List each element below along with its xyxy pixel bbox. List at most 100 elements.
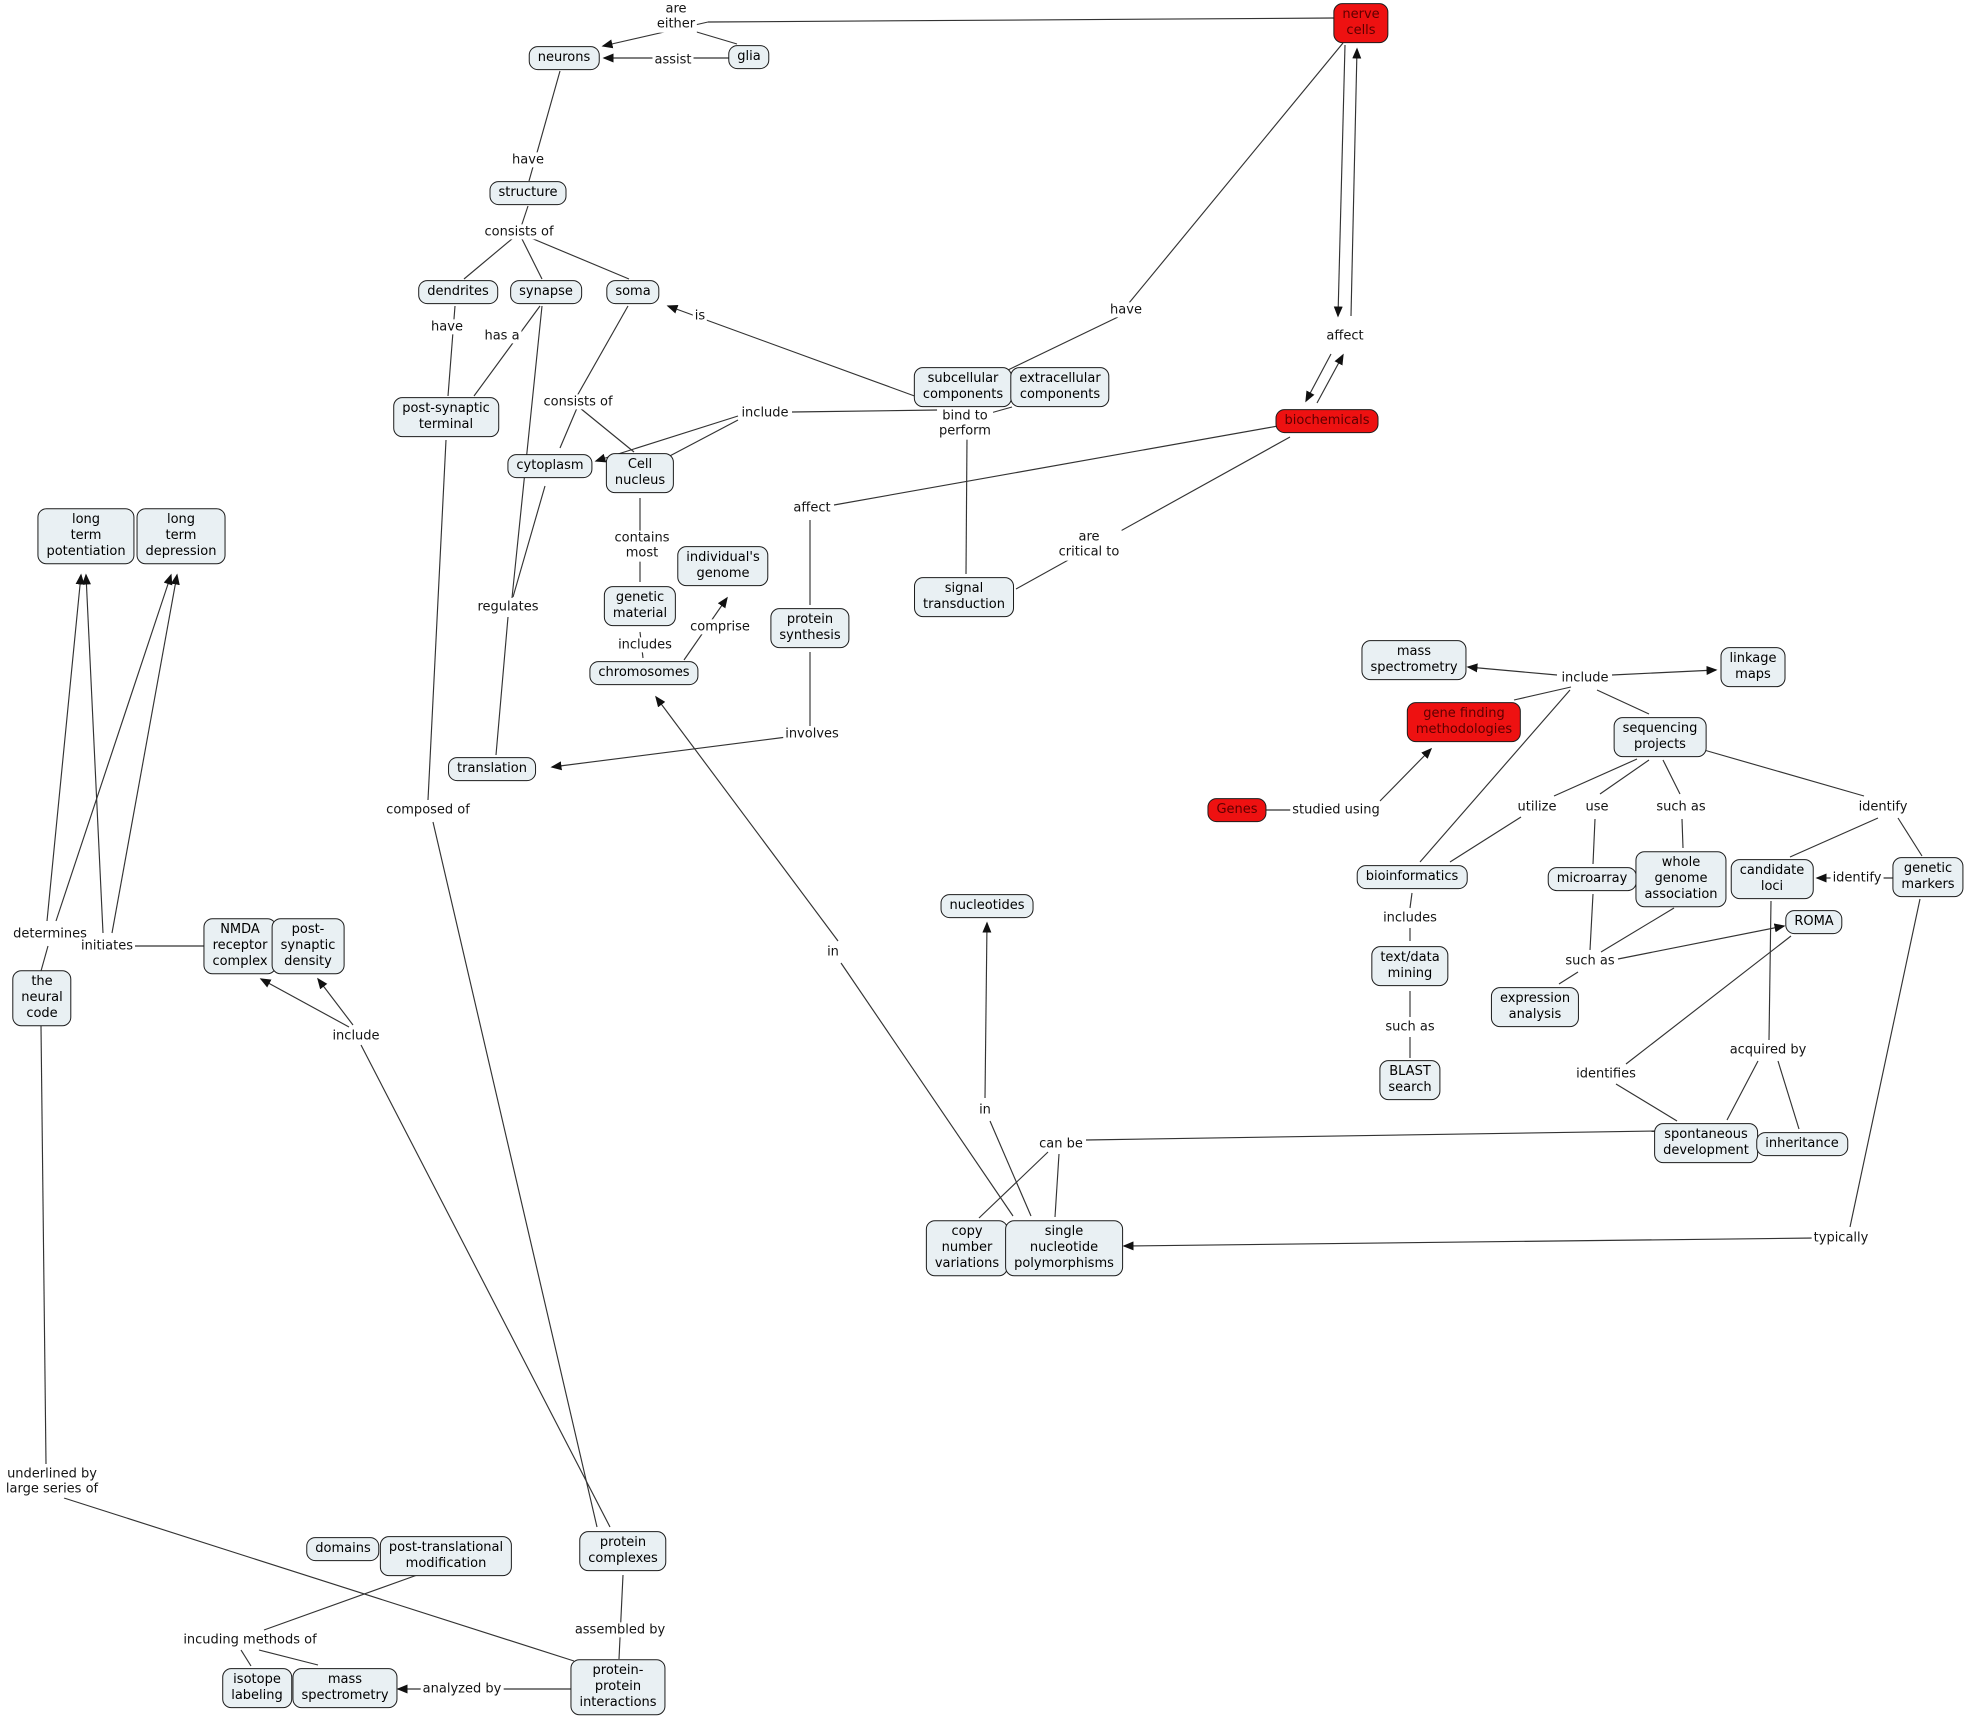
node-sequencing-projects[interactable]: sequencing projects bbox=[1613, 717, 1707, 757]
connector-line bbox=[111, 573, 180, 934]
connector-line bbox=[791, 409, 939, 413]
node-genetic-material[interactable]: genetic material bbox=[603, 586, 677, 626]
link-label-can-be: can be bbox=[1037, 1136, 1085, 1152]
connector-line bbox=[1553, 758, 1638, 797]
node-glia[interactable]: glia bbox=[728, 45, 770, 69]
node-nucleotides[interactable]: nucleotides bbox=[940, 894, 1034, 918]
connector-line bbox=[360, 1044, 611, 1528]
node-genes[interactable]: Genes bbox=[1207, 798, 1267, 822]
link-label-affect-vertical: affect bbox=[1324, 328, 1366, 344]
node-single-nucleotide-polymorphisms[interactable]: single nucleotide polymorphisms bbox=[1005, 1220, 1123, 1276]
node-cell-nucleus[interactable]: Cell nucleus bbox=[605, 453, 675, 493]
link-label-acquired-by: acquired by bbox=[1727, 1042, 1809, 1058]
connector-line bbox=[1681, 818, 1684, 849]
node-individuals-genome[interactable]: individual's genome bbox=[677, 546, 769, 586]
node-dendrites[interactable]: dendrites bbox=[418, 280, 498, 304]
node-gene-finding[interactable]: gene finding methodologies bbox=[1406, 702, 1522, 742]
connector-line bbox=[258, 1649, 319, 1666]
node-ltd[interactable]: long term depression bbox=[136, 508, 226, 564]
link-label-are-either: are either bbox=[654, 1, 698, 33]
node-spontaneous-development[interactable]: spontaneous development bbox=[1654, 1123, 1758, 1163]
node-protein-synthesis[interactable]: protein synthesis bbox=[770, 608, 850, 648]
node-biochemicals[interactable]: biochemicals bbox=[1275, 409, 1379, 433]
node-post-synaptic-density[interactable]: post- synaptic density bbox=[271, 918, 345, 974]
link-label-underlined-by: underlined by large series of bbox=[3, 1466, 101, 1498]
connector-line bbox=[263, 1573, 421, 1631]
node-nerve-cells[interactable]: nerve cells bbox=[1333, 3, 1389, 43]
node-genetic-markers[interactable]: genetic markers bbox=[1892, 857, 1964, 897]
node-ltp[interactable]: long term potentiation bbox=[37, 508, 135, 564]
connector-line bbox=[1849, 898, 1921, 1228]
connector-line bbox=[689, 29, 738, 45]
connector-line bbox=[1768, 900, 1772, 1041]
node-inheritance[interactable]: inheritance bbox=[1756, 1132, 1848, 1156]
connector-line bbox=[495, 616, 509, 756]
connector-line bbox=[1726, 1060, 1759, 1121]
node-domains[interactable]: domains bbox=[306, 1537, 380, 1561]
node-signal-transduction[interactable]: signal transduction bbox=[914, 577, 1014, 617]
node-microarray[interactable]: microarray bbox=[1547, 867, 1637, 891]
link-label-use: use bbox=[1583, 799, 1611, 815]
node-post-synaptic-terminal[interactable]: post-synaptic terminal bbox=[393, 397, 499, 437]
link-label-such-as-sp: such as bbox=[1654, 799, 1708, 815]
connector-line bbox=[1305, 353, 1332, 403]
link-label-identify-gm: identify bbox=[1830, 870, 1884, 886]
link-label-studied-using: studied using bbox=[1290, 802, 1382, 818]
node-expression-analysis[interactable]: expression analysis bbox=[1490, 987, 1580, 1027]
node-linkage-maps[interactable]: linkage maps bbox=[1720, 647, 1786, 687]
link-label-composed-of: composed of bbox=[384, 802, 472, 818]
node-roma[interactable]: ROMA bbox=[1785, 910, 1843, 934]
node-post-translational-modification[interactable]: post-translational modification bbox=[379, 1536, 513, 1576]
link-label-consists-of-soma: consists of bbox=[541, 394, 615, 410]
connector-line bbox=[512, 485, 546, 598]
node-mass-spectrometry-top[interactable]: mass spectrometry bbox=[1361, 640, 1467, 680]
node-cytoplasm[interactable]: cytoplasm bbox=[507, 454, 593, 478]
connector-line bbox=[576, 305, 629, 397]
node-soma[interactable]: soma bbox=[606, 280, 660, 304]
connector-line bbox=[463, 232, 520, 280]
link-label-in-nucleotides: in bbox=[977, 1102, 993, 1118]
node-chromosomes[interactable]: chromosomes bbox=[589, 661, 699, 685]
connector-line bbox=[1600, 907, 1675, 953]
node-bioinformatics[interactable]: bioinformatics bbox=[1356, 865, 1468, 889]
connector-line bbox=[1789, 817, 1879, 858]
node-extracellular-components[interactable]: extracellular components bbox=[1010, 367, 1110, 407]
link-label-include-gfm: include bbox=[1559, 670, 1611, 686]
node-candidate-loci[interactable]: candidate loci bbox=[1730, 859, 1814, 899]
link-label-is: is bbox=[692, 308, 708, 324]
connector-line bbox=[1015, 436, 1291, 590]
node-the-neural-code[interactable]: the neural code bbox=[12, 970, 72, 1026]
node-neurons[interactable]: neurons bbox=[528, 46, 600, 70]
node-mass-spectrometry-bottom[interactable]: mass spectrometry bbox=[292, 1668, 398, 1708]
connector-line bbox=[46, 573, 85, 922]
node-subcellular-components[interactable]: subcellular components bbox=[913, 367, 1013, 407]
connector-line bbox=[1007, 316, 1119, 371]
node-synapse[interactable]: synapse bbox=[510, 280, 582, 304]
link-label-includes-gm: includes bbox=[616, 637, 674, 653]
node-nmda-receptor-complex[interactable]: NMDA receptor complex bbox=[203, 918, 277, 974]
node-structure[interactable]: structure bbox=[489, 181, 567, 205]
link-label-have-dendrites: have bbox=[429, 319, 465, 335]
connector-line bbox=[1589, 893, 1594, 951]
connector-line bbox=[1596, 689, 1650, 715]
connector-line bbox=[1409, 892, 1413, 909]
node-protein-protein-interactions[interactable]: protein- protein interactions bbox=[570, 1659, 666, 1715]
connector-line bbox=[1419, 689, 1571, 863]
link-label-utilize: utilize bbox=[1515, 799, 1559, 815]
node-text-data-mining[interactable]: text/data mining bbox=[1371, 946, 1449, 986]
link-label-regulates: regulates bbox=[475, 599, 541, 615]
node-whole-genome-association[interactable]: whole genome association bbox=[1635, 851, 1727, 907]
connector-line bbox=[1592, 818, 1596, 865]
node-copy-number-variations[interactable]: copy number variations bbox=[925, 1220, 1009, 1276]
link-label-initiates: initiates bbox=[78, 938, 136, 954]
connector-line bbox=[840, 962, 1014, 1217]
node-translation[interactable]: translation bbox=[448, 757, 536, 781]
node-isotope-labeling[interactable]: isotope labeling bbox=[222, 1668, 292, 1708]
connector-line bbox=[978, 1151, 1049, 1219]
connector-line bbox=[1897, 817, 1923, 857]
node-protein-complexes[interactable]: protein complexes bbox=[579, 1531, 667, 1571]
link-label-determines: determines bbox=[11, 926, 89, 942]
node-blast-search[interactable]: BLAST search bbox=[1379, 1060, 1441, 1100]
connector-line bbox=[63, 1497, 575, 1662]
